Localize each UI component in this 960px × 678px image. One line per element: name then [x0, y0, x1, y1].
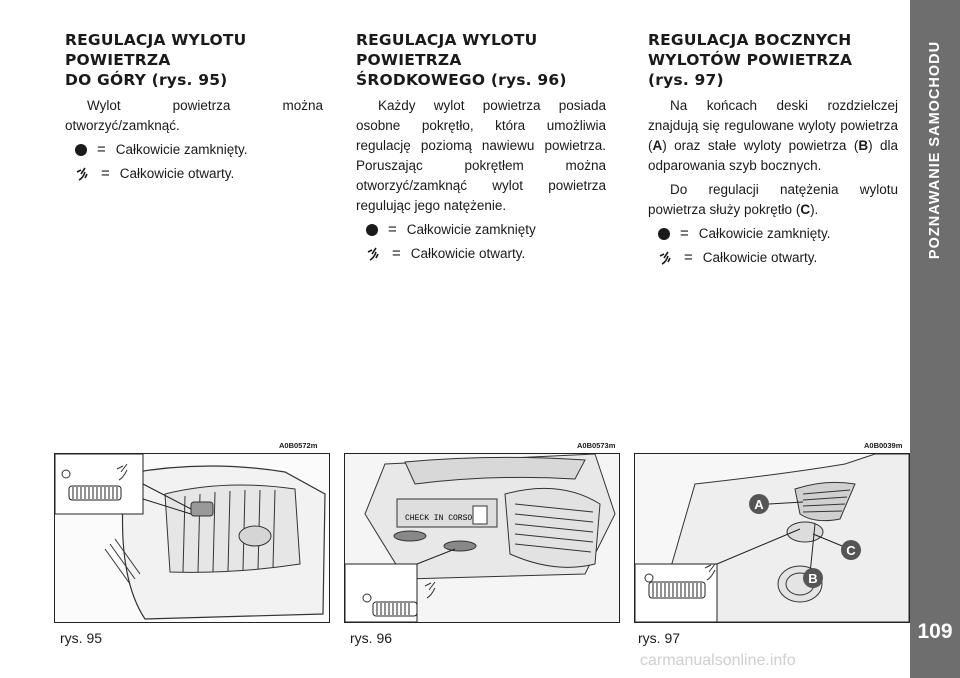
section-body: Wylot powietrza można otworzyć/zamknąć. [65, 98, 323, 133]
callout-a-label: A [754, 497, 764, 512]
figure-code: A0B0573m [577, 441, 616, 450]
equals-sign: = [101, 165, 110, 182]
figure-caption: rys. 96 [350, 630, 393, 646]
figure-code: A0B0572m [279, 441, 318, 450]
heading-line-2: WYLOTÓW POWIETRZA [648, 51, 853, 69]
section-side-vents: REGULACJA BOCZNYCH WYLOTÓW POWIETRZA (ry… [648, 30, 898, 272]
callout-c-label: C [846, 543, 856, 558]
airflow-icon [659, 251, 671, 265]
closed-dot-icon [658, 228, 670, 240]
chapter-title-container: POZNAWANIE SAMOCHODU [910, 0, 960, 300]
section-heading: REGULACJA WYLOTU POWIETRZA DO GÓRY (rys.… [65, 30, 323, 90]
legend-open-label: Całkowicie otwarty. [702, 250, 818, 265]
legend-open: = Całkowicie otwarty. [366, 244, 606, 264]
key-label-c: C [800, 202, 811, 217]
legend-closed: = Całkowicie zamknięty. [658, 224, 898, 244]
equals-sign: = [680, 225, 689, 242]
legend-open-label: Całkowicie otwarty. [410, 246, 526, 261]
figure-reference: (rys. 97) [648, 71, 724, 89]
figure-code: A0B0039m [864, 441, 903, 450]
chapter-title: POZNAWANIE SAMOCHODU [927, 40, 943, 260]
legend-closed: = Całkowicie zamknięty. [75, 140, 323, 160]
equals-sign: = [388, 221, 397, 238]
watermark: carmanualsonline.info [640, 652, 796, 669]
legend-open: = Całkowicie otwarty. [658, 248, 898, 268]
legend-closed-label: Całkowicie zamknięty. [115, 142, 248, 157]
callout-c [841, 540, 861, 560]
section-body-1: Na końcach deski rozdzielczej znajdują s… [648, 98, 898, 173]
vent-illustration [55, 454, 326, 620]
section-center-vent: REGULACJA WYLOTU POWIETRZA ŚRODKOWEGO (r… [356, 30, 606, 268]
section-heading: REGULACJA WYLOTU POWIETRZA ŚRODKOWEGO (r… [356, 30, 606, 90]
closed-dot-icon [75, 144, 87, 156]
heading-line-2: DO GÓRY [65, 71, 147, 89]
section-body-2: Do regulacji natężenia wylotu powietrza … [648, 182, 898, 217]
figure-caption: rys. 97 [638, 630, 681, 646]
equals-sign: = [97, 141, 106, 158]
figure-caption: rys. 95 [60, 630, 103, 646]
callout-b [803, 568, 823, 588]
vent-illustration: A B C [635, 454, 909, 622]
section-body: Każdy wylot powietrza posiada osobne pok… [356, 98, 606, 213]
heading-line-1: REGULACJA BOCZNYCH [648, 31, 852, 49]
closed-dot-icon [366, 224, 378, 236]
airflow-icon [76, 167, 88, 181]
figure-97-side-vents: A B C [634, 453, 910, 623]
heading-line-1: REGULACJA WYLOTU POWIETRZA [356, 31, 538, 69]
legend-closed-label: Całkowicie zamknięty [406, 222, 536, 237]
legend-open-label: Całkowicie otwarty. [119, 166, 235, 181]
legend-open: = Całkowicie otwarty. [75, 164, 323, 184]
section-upward-vent: REGULACJA WYLOTU POWIETRZA DO GÓRY (rys.… [65, 30, 323, 188]
airflow-icon [367, 247, 379, 261]
equals-sign: = [392, 245, 401, 262]
chapter-sidebar: POZNAWANIE SAMOCHODU 109 [910, 0, 960, 678]
heading-line-2: ŚRODKOWEGO [356, 71, 486, 89]
figure-reference: (rys. 95) [151, 71, 228, 89]
page-number: 109 [917, 620, 953, 643]
callout-a [749, 494, 769, 514]
display-text: CHECK IN CORSO [405, 514, 472, 523]
heading-line-1: REGULACJA WYLOTU POWIETRZA [65, 31, 247, 69]
figure-reference: (rys. 96) [490, 71, 567, 89]
legend-closed: = Całkowicie zamknięty [366, 220, 606, 240]
figure-95-upward-vent [54, 453, 330, 623]
legend-closed-label: Całkowicie zamknięty. [698, 226, 831, 241]
callout-b-label: B [808, 571, 817, 586]
key-label-a: A [652, 138, 663, 153]
vent-illustration: CHECK IN CORSO [345, 454, 619, 622]
section-heading: REGULACJA BOCZNYCH WYLOTÓW POWIETRZA (ry… [648, 30, 898, 90]
figure-96-center-vent: CHECK IN CORSO [344, 453, 620, 623]
equals-sign: = [684, 249, 693, 266]
key-label-b: B [858, 138, 869, 153]
